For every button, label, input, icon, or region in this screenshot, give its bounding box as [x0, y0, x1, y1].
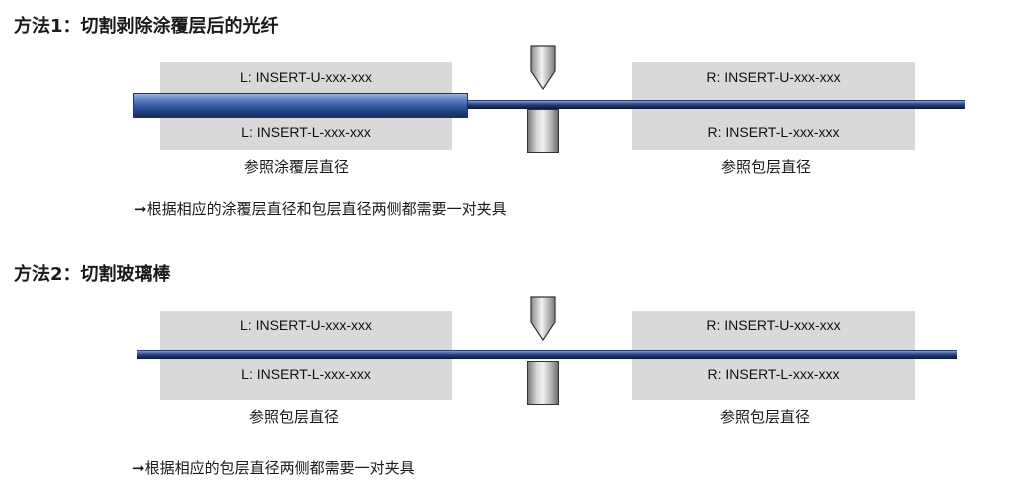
left-reference-label: 参照涂覆层直径 — [244, 158, 350, 176]
cleaver-blade-icon — [530, 45, 556, 91]
left-lower-insert-label-2: L: INSERT-L-xxx-xxx — [241, 366, 371, 382]
right-lower-insert-label: R: INSERT-L-xxx-xxx — [707, 124, 840, 140]
method2-title: 方法2：切割玻璃棒 — [14, 264, 171, 285]
right-reference-label-2: 参照包层直径 — [720, 408, 811, 426]
left-upper-insert-label: L: INSERT-U-xxx-xxx — [240, 69, 372, 85]
cleaver-anvil-2 — [527, 361, 559, 405]
glass-rod — [137, 350, 957, 359]
arrow-right-icon: ➞ — [132, 459, 145, 477]
right-reference-label: 参照包层直径 — [721, 158, 812, 176]
method2-note-text: 根据相应的包层直径两侧都需要一对夹具 — [144, 459, 415, 477]
method1-title: 方法1：切割剥除涂覆层后的光纤 — [14, 16, 279, 37]
left-reference-label-2: 参照包层直径 — [249, 408, 340, 426]
coated-fiber — [133, 93, 468, 118]
cleaver-blade-icon — [530, 296, 556, 342]
method2-note: ➞根据相应的包层直径两侧都需要一对夹具 — [132, 457, 415, 478]
method1-note: ➞根据相应的涂覆层直径和包层直径两侧都需要一对夹具 — [134, 198, 507, 219]
right-upper-insert-label: R: INSERT-U-xxx-xxx — [706, 69, 841, 85]
arrow-right-icon: ➞ — [134, 200, 147, 218]
cleaver-anvil — [527, 109, 559, 153]
method1-note-text: 根据相应的涂覆层直径和包层直径两侧都需要一对夹具 — [146, 200, 507, 218]
stripped-fiber — [462, 100, 965, 109]
right-upper-insert-label-2: R: INSERT-U-xxx-xxx — [706, 317, 841, 333]
left-lower-insert-label: L: INSERT-L-xxx-xxx — [241, 124, 371, 140]
right-lower-insert-label-2: R: INSERT-L-xxx-xxx — [707, 366, 840, 382]
left-upper-insert-label-2: L: INSERT-U-xxx-xxx — [240, 317, 372, 333]
